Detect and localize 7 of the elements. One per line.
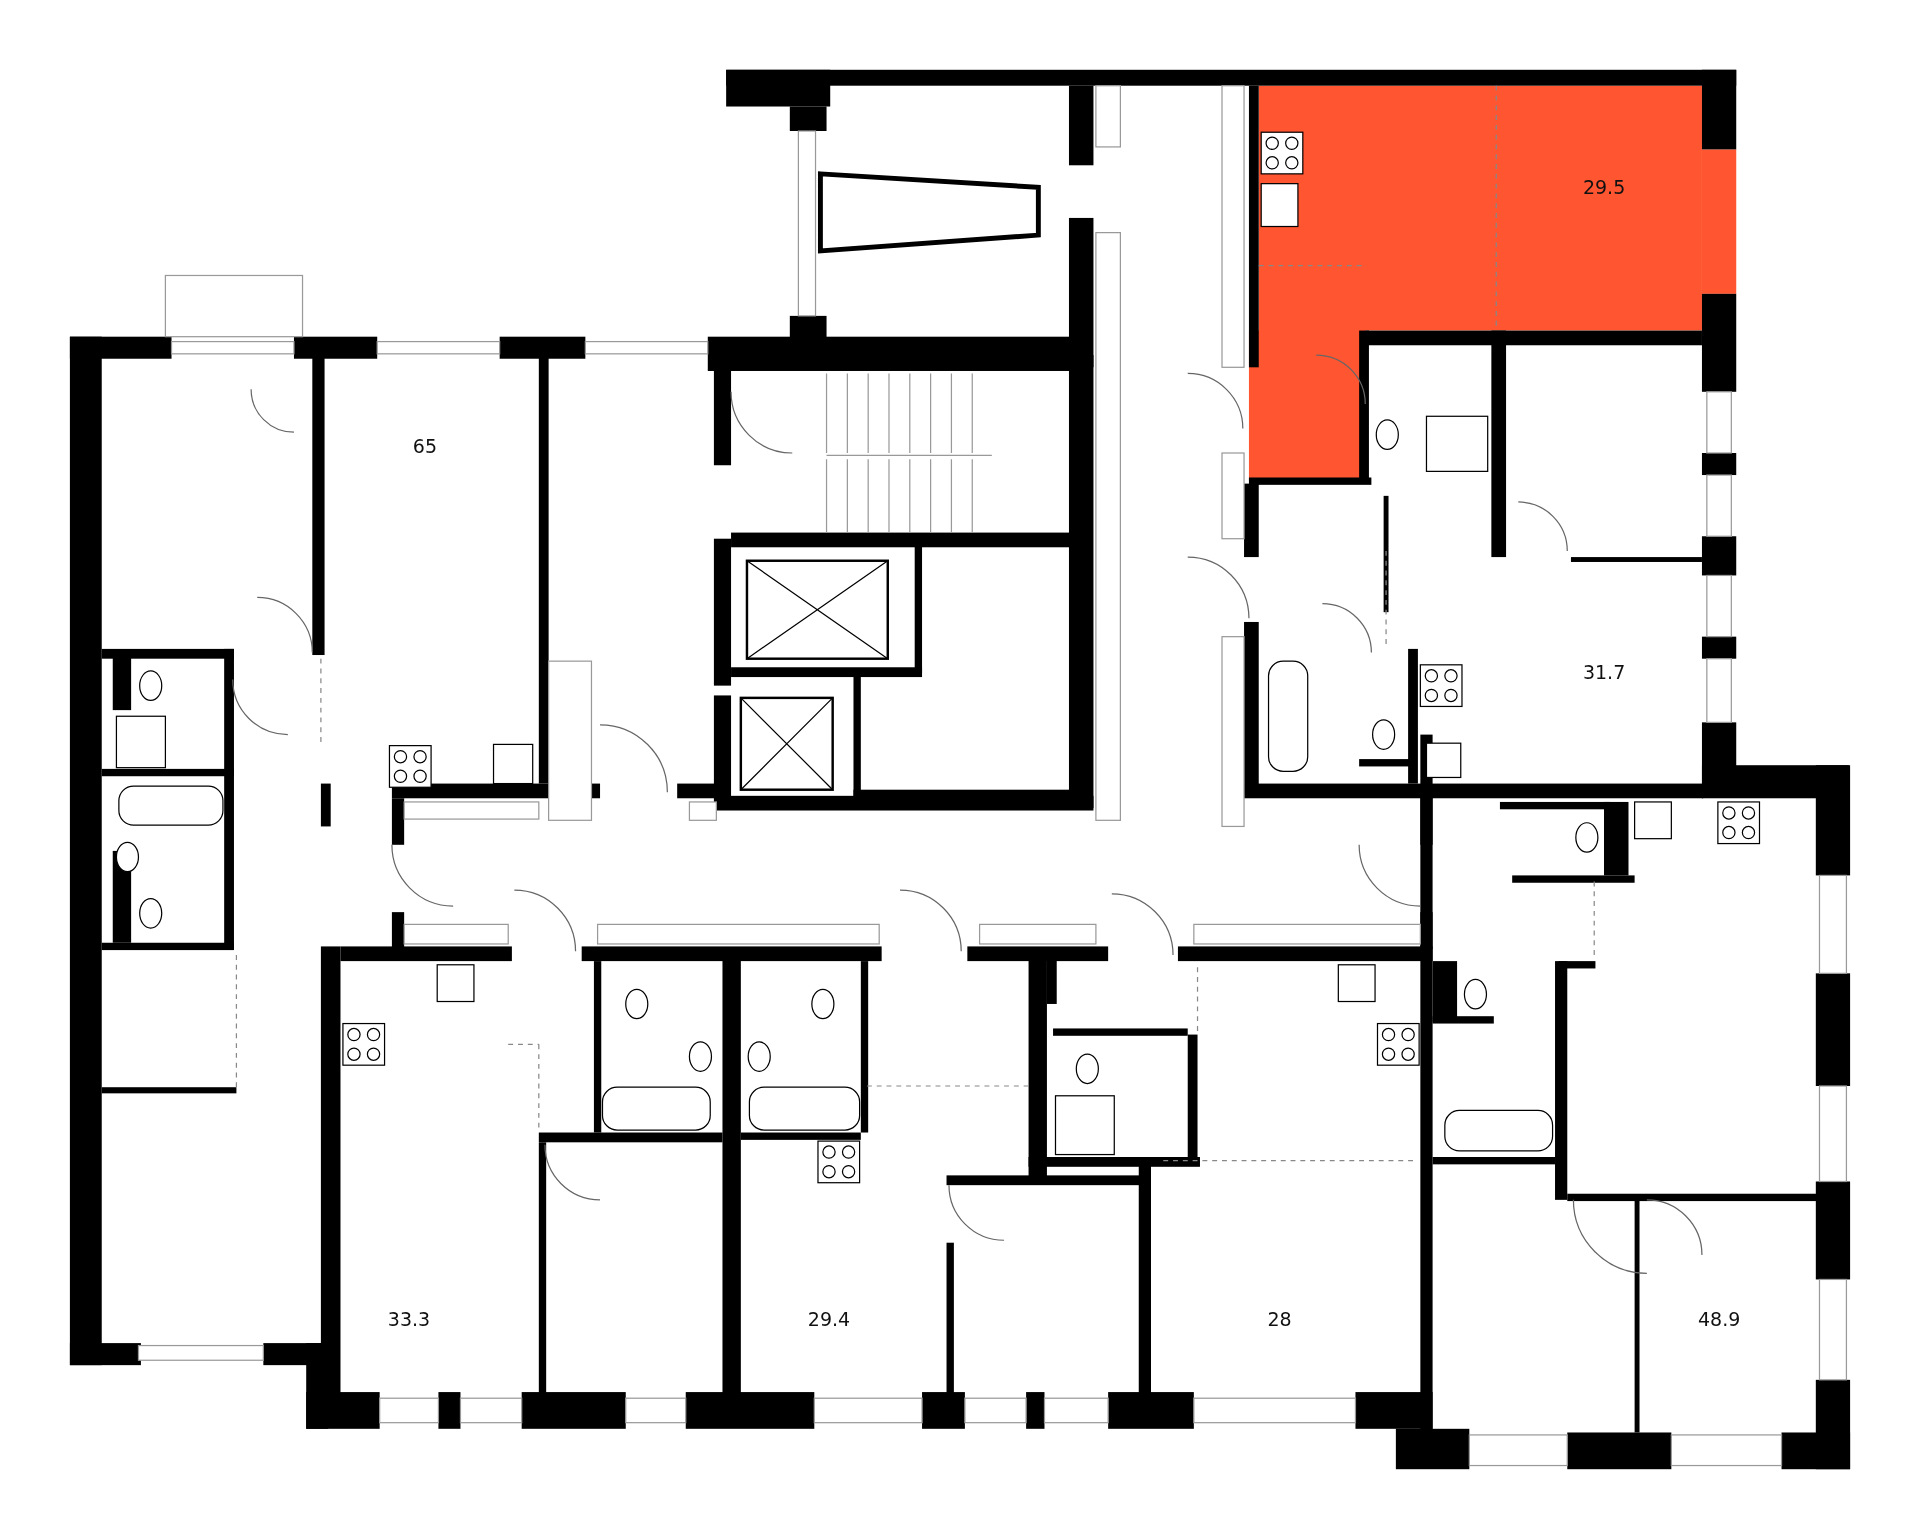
area-label: 28 bbox=[1267, 1307, 1292, 1330]
area-label: 65 bbox=[412, 434, 437, 457]
area-label: 29.4 bbox=[807, 1307, 851, 1330]
area-label: 48.9 bbox=[1698, 1307, 1741, 1330]
area-label: 29.5 bbox=[1582, 176, 1626, 199]
area-label: 33.3 bbox=[387, 1307, 431, 1330]
area-label: 31.7 bbox=[1582, 661, 1626, 684]
